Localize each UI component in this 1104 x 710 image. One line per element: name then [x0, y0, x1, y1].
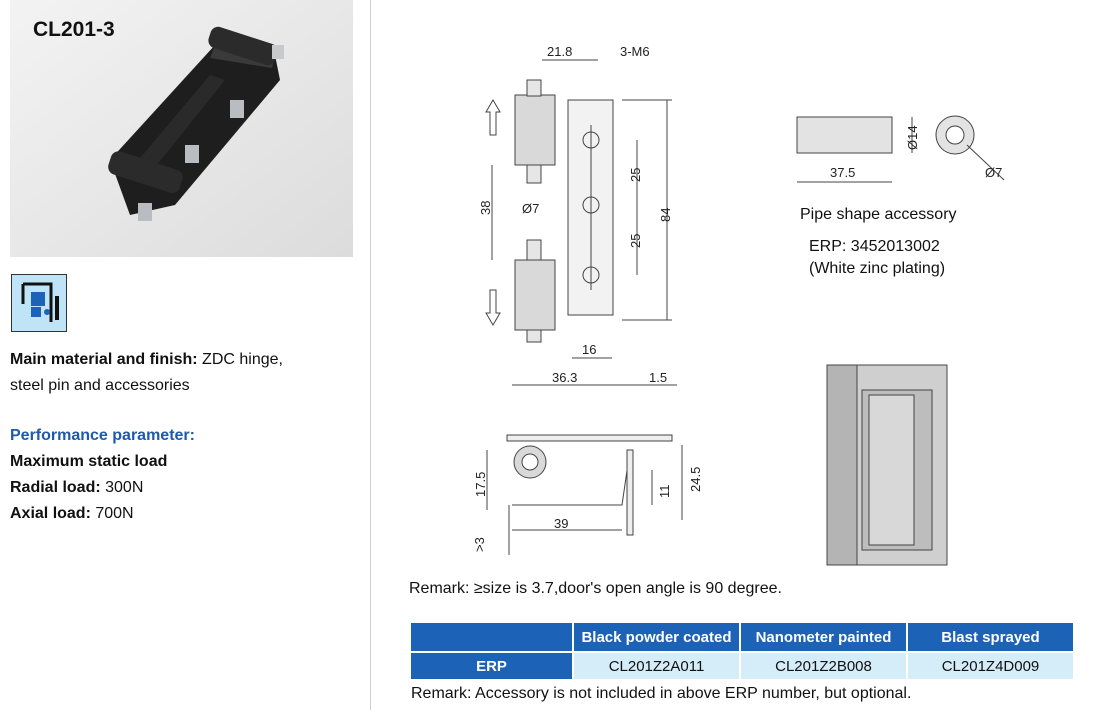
- material-line1: Main material and finish: ZDC hinge,: [10, 347, 283, 373]
- dim-38: 38: [478, 201, 493, 215]
- axial-load: Axial load: 700N: [10, 501, 134, 527]
- material-line2: steel pin and accessories: [10, 377, 190, 394]
- dim-39: 39: [554, 516, 568, 531]
- dim-phi7: Ø7: [522, 201, 539, 216]
- dim-24-5: 24.5: [688, 467, 703, 492]
- column-divider: [370, 0, 371, 710]
- model-title: CL201-3: [33, 18, 115, 41]
- accessory-title: Pipe shape accessory: [800, 206, 957, 223]
- performance-title: Performance parameter:: [10, 427, 195, 444]
- accessory-info: Pipe shape accessory ERP: 3452013002 (Wh…: [800, 204, 957, 280]
- dim-21-8: 21.8: [547, 44, 572, 59]
- header-black-powder: Black powder coated: [572, 621, 741, 653]
- erp-blast-sprayed: CL201Z4D009: [906, 651, 1075, 681]
- dim-ge3: >3: [472, 537, 487, 552]
- table-header-row: Black powder coated Nanometer painted Bl…: [409, 621, 1075, 653]
- header-blast-sprayed: Blast sprayed: [906, 621, 1075, 653]
- dim-16: 16: [582, 342, 596, 357]
- max-static-load: Maximum static load: [10, 453, 168, 470]
- remark-open-angle: Remark: ≥size is 3.7,door's open angle i…: [409, 580, 782, 597]
- radial-load-label: Radial load:: [10, 479, 101, 496]
- accessory-finish: (White zinc plating): [809, 260, 946, 277]
- mounting-type-icon: [11, 274, 67, 332]
- pipe-dim-phi14: Ø14: [905, 125, 920, 150]
- row-label-erp: ERP: [409, 651, 574, 681]
- accessory-erp: ERP: 3452013002: [809, 238, 940, 255]
- product-photo: [10, 0, 353, 257]
- dim-36-3: 36.3: [552, 370, 577, 385]
- remark-accessory: Remark: Accessory is not included in abo…: [411, 685, 912, 702]
- header-nanometer: Nanometer painted: [739, 621, 908, 653]
- erp-black-powder: CL201Z2A011: [572, 651, 741, 681]
- dim-3m6: 3-M6: [620, 44, 650, 59]
- erp-table: Black powder coated Nanometer painted Bl…: [409, 621, 1075, 681]
- material-label: Main material and finish:: [10, 351, 198, 368]
- pipe-dim-phi7: Ø7: [985, 165, 1002, 180]
- dim-25-upper: 25: [628, 168, 643, 182]
- radial-load-value: 300N: [100, 479, 144, 496]
- table-corner: [409, 621, 574, 653]
- erp-nanometer: CL201Z2B008: [739, 651, 908, 681]
- axial-load-label: Axial load:: [10, 505, 91, 522]
- technical-drawing: 21.8 3-M6 38 Ø7 25 25 84 16 36.3 1.5 17.…: [472, 44, 1005, 566]
- dim-1-5: 1.5: [649, 370, 667, 385]
- dim-11: 11: [657, 485, 672, 499]
- dim-17-5: 17.5: [473, 472, 488, 497]
- dim-25-lower: 25: [628, 234, 643, 248]
- pipe-dim-37-5: 37.5: [830, 165, 855, 180]
- axial-load-value: 700N: [90, 505, 134, 522]
- table-row: ERP CL201Z2A011 CL201Z2B008 CL201Z4D009: [409, 651, 1075, 681]
- material-value: ZDC hinge,: [197, 351, 283, 368]
- dim-84: 84: [658, 208, 673, 222]
- radial-load: Radial load: 300N: [10, 475, 143, 501]
